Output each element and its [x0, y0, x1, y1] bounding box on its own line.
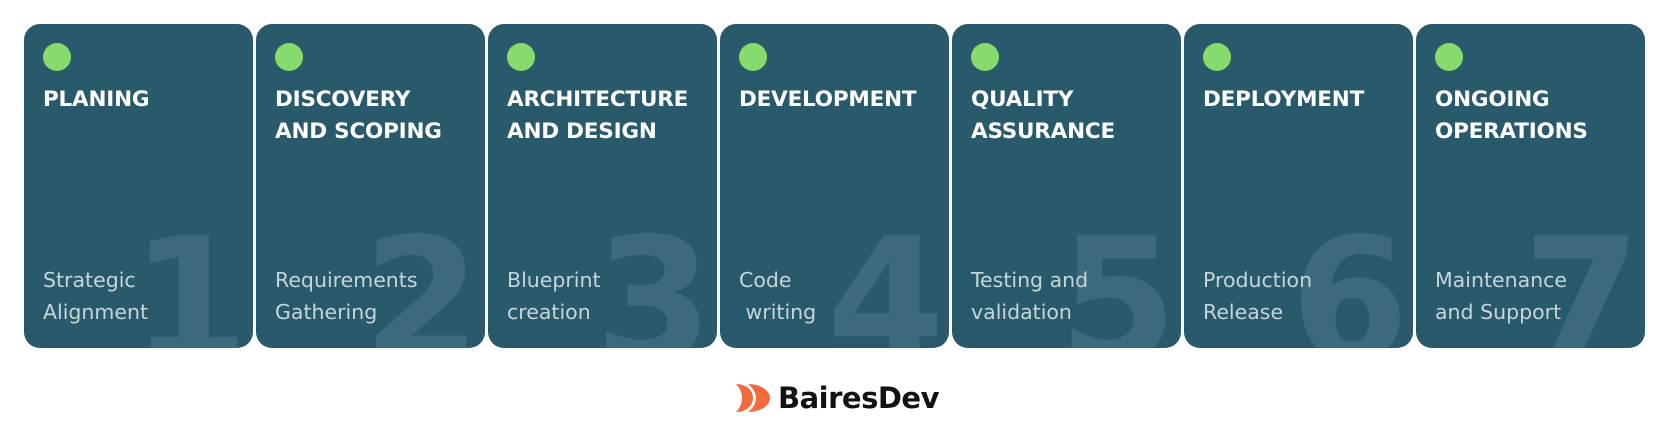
- step-title: ONGOING OPERATIONS: [1435, 87, 1588, 144]
- step-subtitle: Code writing: [739, 268, 817, 324]
- step-number: 7: [1522, 202, 1641, 348]
- step-card-5: 5 QUALITY ASSURANCE Testing and validati…: [952, 24, 1181, 348]
- status-dot-icon: [275, 43, 303, 71]
- step-title: QUALITY ASSURANCE: [971, 87, 1115, 144]
- step-number: 2: [362, 202, 481, 348]
- step-title: DISCOVERY AND SCOPING: [275, 87, 442, 144]
- step-title: ARCHITECTURE AND DESIGN: [507, 87, 689, 144]
- step-number: 6: [1290, 202, 1409, 348]
- process-steps: 1 PLANING Strategic Alignment 2 DISCOVER…: [24, 24, 1645, 348]
- status-dot-icon: [971, 43, 999, 71]
- logo-text: BairesDev: [778, 381, 940, 415]
- step-card-1: 1 PLANING Strategic Alignment: [24, 24, 253, 348]
- step-subtitle: Testing and validation: [971, 268, 1089, 324]
- step-card-7: 7 ONGOING OPERATIONS Maintenance and Sup…: [1416, 24, 1645, 348]
- step-subtitle: Requirements Gathering: [275, 268, 418, 324]
- step-subtitle: Strategic Alignment: [43, 268, 149, 324]
- step-number: 5: [1058, 202, 1177, 348]
- bairesdev-logo-icon: [736, 384, 770, 412]
- step-number: 4: [826, 202, 945, 348]
- step-subtitle: Blueprint creation: [507, 268, 601, 324]
- step-title: PLANING: [43, 87, 150, 112]
- status-dot-icon: [43, 43, 71, 71]
- step-subtitle: Maintenance and Support: [1435, 268, 1568, 324]
- step-number: 1: [130, 202, 249, 348]
- status-dot-icon: [1435, 43, 1463, 71]
- step-card-2: 2 DISCOVERY AND SCOPING Requirements Gat…: [256, 24, 485, 348]
- step-card-4: 4 DEVELOPMENT Code writing: [720, 24, 949, 348]
- status-dot-icon: [1203, 43, 1231, 71]
- step-card-6: 6 DEPLOYMENT Production Release: [1184, 24, 1413, 348]
- step-title: DEPLOYMENT: [1203, 87, 1365, 112]
- status-dot-icon: [507, 43, 535, 71]
- step-title: DEVELOPMENT: [739, 87, 917, 112]
- step-subtitle: Production Release: [1203, 268, 1313, 324]
- bairesdev-logo: BairesDev: [736, 378, 940, 418]
- step-number: 3: [594, 202, 713, 348]
- step-card-3: 3 ARCHITECTURE AND DESIGN Blueprint crea…: [488, 24, 717, 348]
- status-dot-icon: [739, 43, 767, 71]
